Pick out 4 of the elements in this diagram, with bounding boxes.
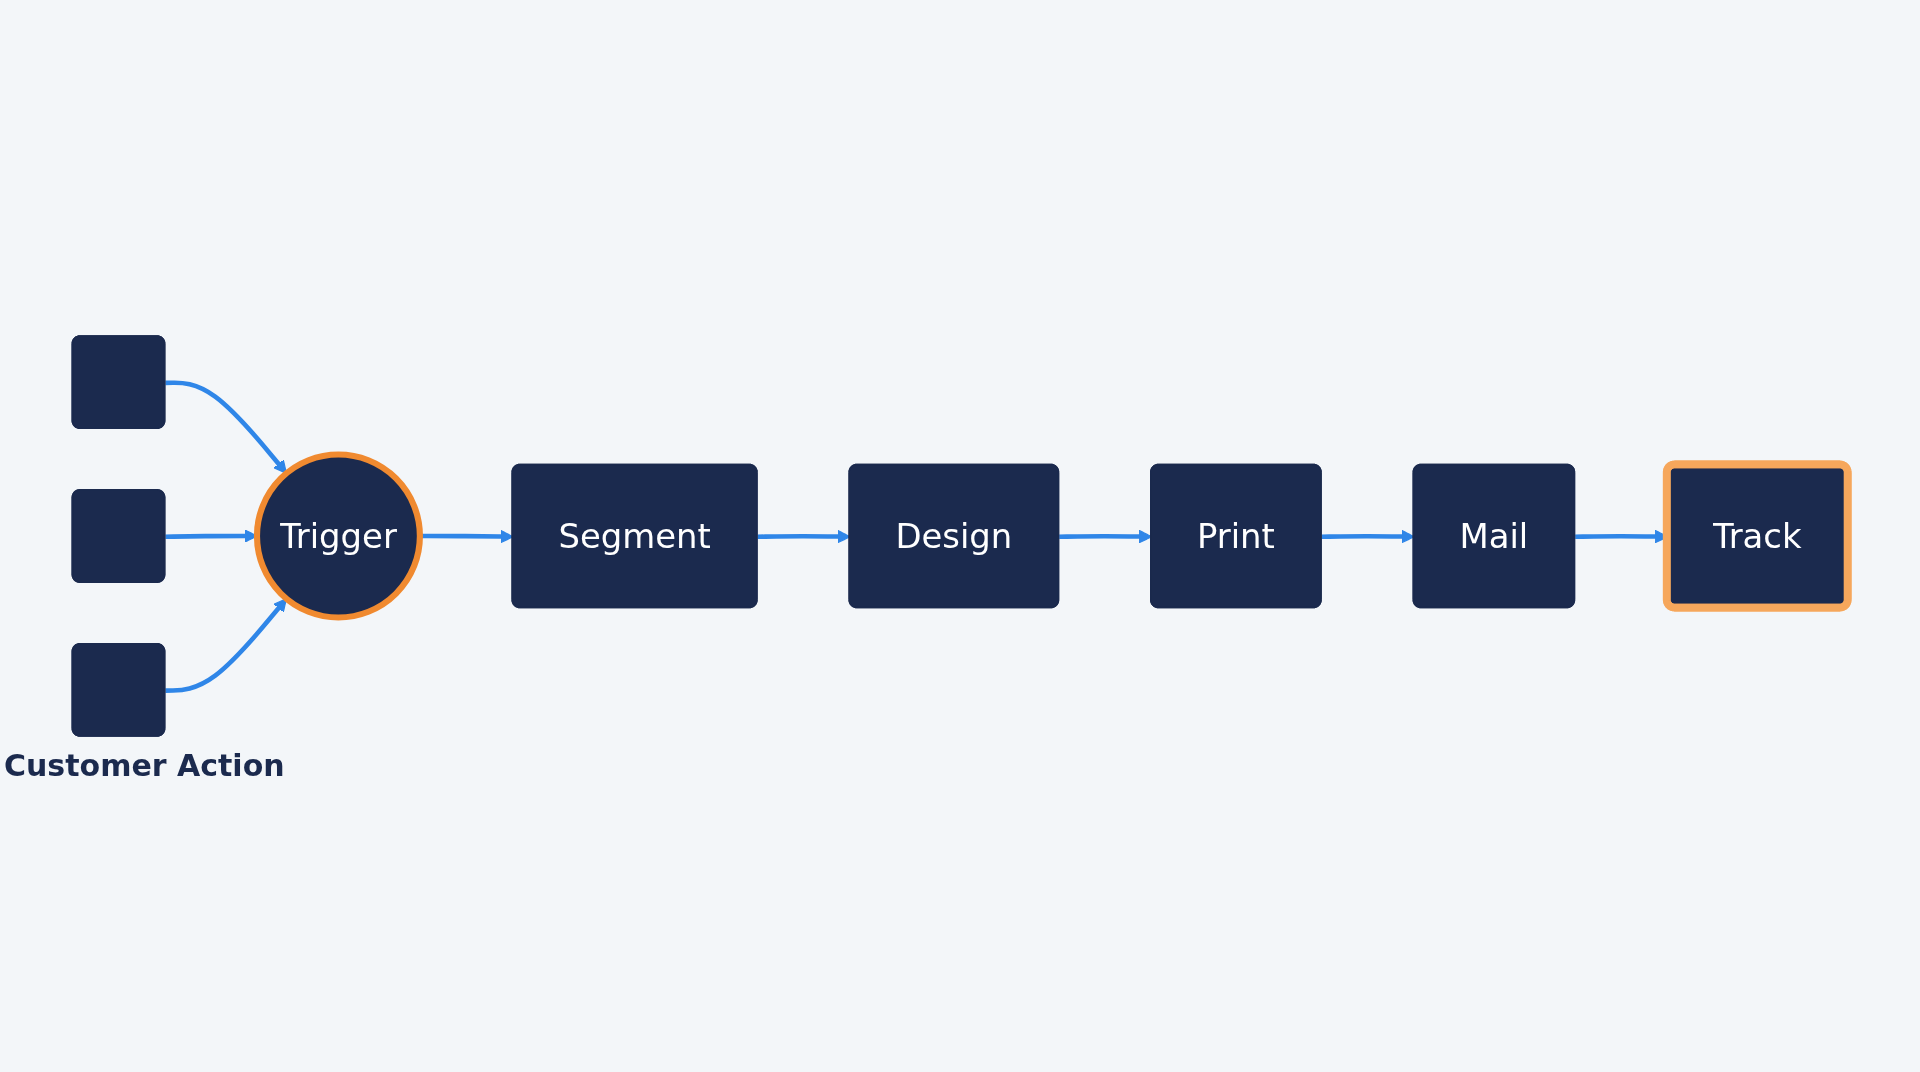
arrow [165, 598, 288, 693]
arrow [165, 380, 288, 474]
group-label: Customer Action [4, 748, 285, 784]
node-circle: Trigger [253, 451, 423, 621]
